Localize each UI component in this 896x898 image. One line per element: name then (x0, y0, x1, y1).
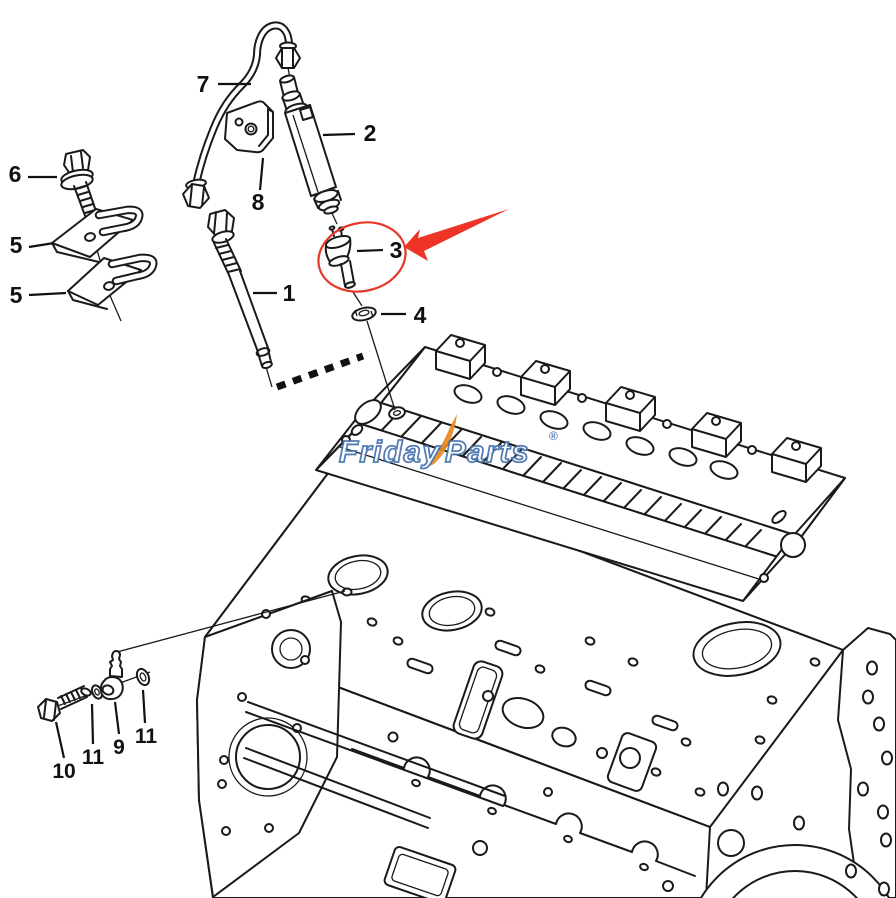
mounting-bolt (207, 209, 273, 370)
nozzle-washer (351, 306, 377, 322)
fitting-mount-hole (341, 587, 353, 597)
injector-clamp-lower (67, 253, 158, 310)
leader-2 (322, 132, 356, 137)
washer-b (135, 667, 151, 687)
leader-9 (113, 701, 121, 735)
highlight (317, 209, 509, 293)
cylinder-bores (327, 554, 782, 677)
leader-8 (258, 157, 265, 191)
highlight-arrow (404, 209, 509, 261)
callout-11a: 11 (82, 746, 105, 769)
engine-block (116, 459, 896, 898)
callout-8: 8 (252, 189, 265, 215)
callout-9: 9 (113, 736, 125, 759)
pipe-nut-upper (275, 47, 301, 69)
injector-clamp-upper (51, 205, 144, 263)
callout-3: 3 (390, 237, 403, 263)
callout-4: 4 (414, 302, 427, 328)
fuel-injector (279, 74, 342, 215)
callout-11b: 11 (135, 725, 158, 748)
leader-lines (28, 82, 406, 759)
callout-2: 2 (364, 120, 377, 146)
callout-1: 1 (283, 280, 296, 306)
fitting-leader-line (116, 590, 346, 653)
callout-labels: 1 2 3 4 5 5 6 7 8 9 10 11 11 (9, 71, 427, 783)
callout-6: 6 (9, 161, 22, 187)
callout-5-upper: 5 (10, 232, 23, 258)
head-top-features (388, 367, 757, 480)
block-side-face (243, 690, 696, 898)
leader-10 (54, 721, 66, 759)
watermark-registered-mark: ® (549, 429, 558, 443)
leak-off-fitting (99, 650, 124, 701)
block-right-face (699, 660, 893, 898)
fuel-pipe (182, 21, 301, 209)
cylinder-head (315, 334, 846, 602)
callout-5-lower: 5 (10, 282, 23, 308)
injector-nozzle (324, 225, 356, 289)
dashed-alignment-line (275, 352, 365, 391)
callout-7: 7 (197, 71, 210, 97)
callout-10: 10 (52, 760, 75, 783)
leader-5-lower (28, 291, 67, 297)
injector-bore (388, 406, 406, 420)
leader-5-upper (28, 241, 55, 249)
rocker-pedestals (435, 334, 822, 483)
leader-3 (356, 248, 384, 253)
leader-11a (90, 703, 95, 745)
pipe-bracket (224, 100, 274, 154)
watermark-swoosh (421, 414, 457, 467)
banjo-bolt (37, 685, 92, 722)
leader-11b (141, 689, 147, 724)
